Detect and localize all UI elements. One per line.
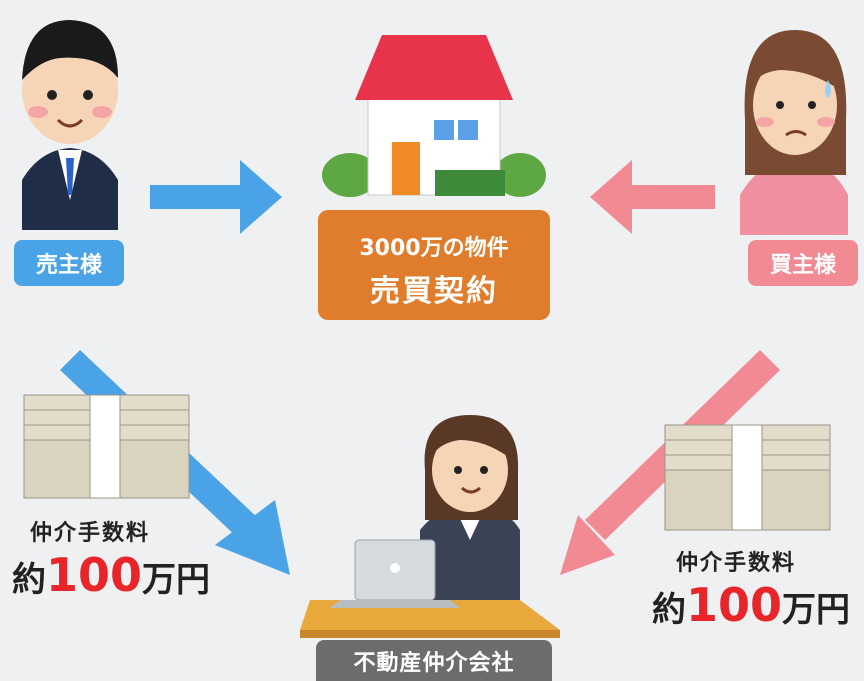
company-label: 不動産仲介会社 <box>316 640 552 681</box>
house-icon <box>322 35 546 197</box>
fee-amount-left: 約100万円 <box>12 548 210 602</box>
contract-box: 3000万の物件 売買契約 <box>318 210 550 320</box>
fee-prefix-left: 約 <box>12 560 46 600</box>
buyer-to-contract-arrow <box>590 160 715 234</box>
money-stack-left-icon <box>23 394 190 499</box>
fee-number-left: 100 <box>46 548 143 602</box>
seller-to-contract-arrow <box>150 160 282 234</box>
seller-person-icon <box>22 20 118 230</box>
fee-suffix-left: 万円 <box>142 560 211 600</box>
contract-title: 売買契約 <box>370 274 498 309</box>
buyer-label: 買主様 <box>748 240 858 286</box>
agent-person-icon <box>420 415 520 600</box>
fee-suffix-right: 万円 <box>782 590 851 630</box>
fee-title-left: 仲介手数料 <box>30 521 151 546</box>
laptop-icon <box>330 539 460 608</box>
fee-title-right: 仲介手数料 <box>676 551 797 576</box>
fee-amount-right: 約100万円 <box>652 578 850 632</box>
seller-label: 売主様 <box>14 240 124 286</box>
fee-prefix-right: 約 <box>652 590 686 630</box>
contract-property: 3000万の物件 <box>359 236 509 261</box>
money-stack-right-icon <box>664 424 831 531</box>
buyer-person-icon <box>740 30 848 235</box>
fee-number-right: 100 <box>686 578 783 632</box>
